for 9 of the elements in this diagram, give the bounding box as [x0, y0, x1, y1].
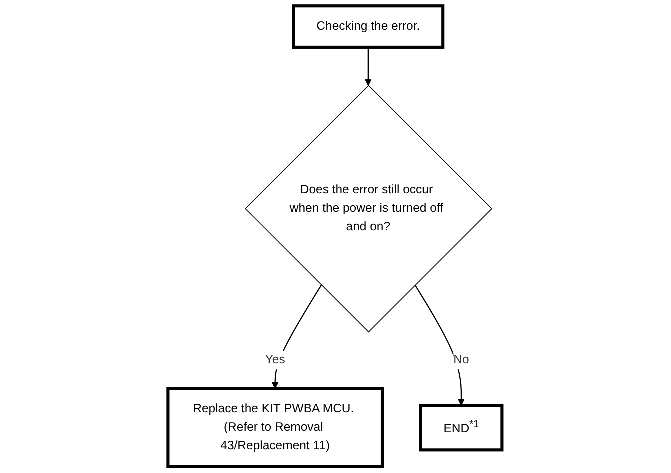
- edge-label: No: [454, 354, 470, 367]
- node-box: Checking the error.: [292, 4, 445, 49]
- node-diamond: Does the error still occur when the power is turned off and on?: [245, 85, 493, 333]
- arrow: [415, 284, 466, 406]
- edge-label: Yes: [266, 354, 286, 367]
- arrow: [365, 47, 372, 86]
- arrow: [272, 284, 322, 390]
- node-box: END$^{*1}$: [420, 404, 504, 452]
- node-box: Replace the KIT PWBA MCU. (Refer to Removal 43/Replacement 11): [166, 387, 384, 468]
